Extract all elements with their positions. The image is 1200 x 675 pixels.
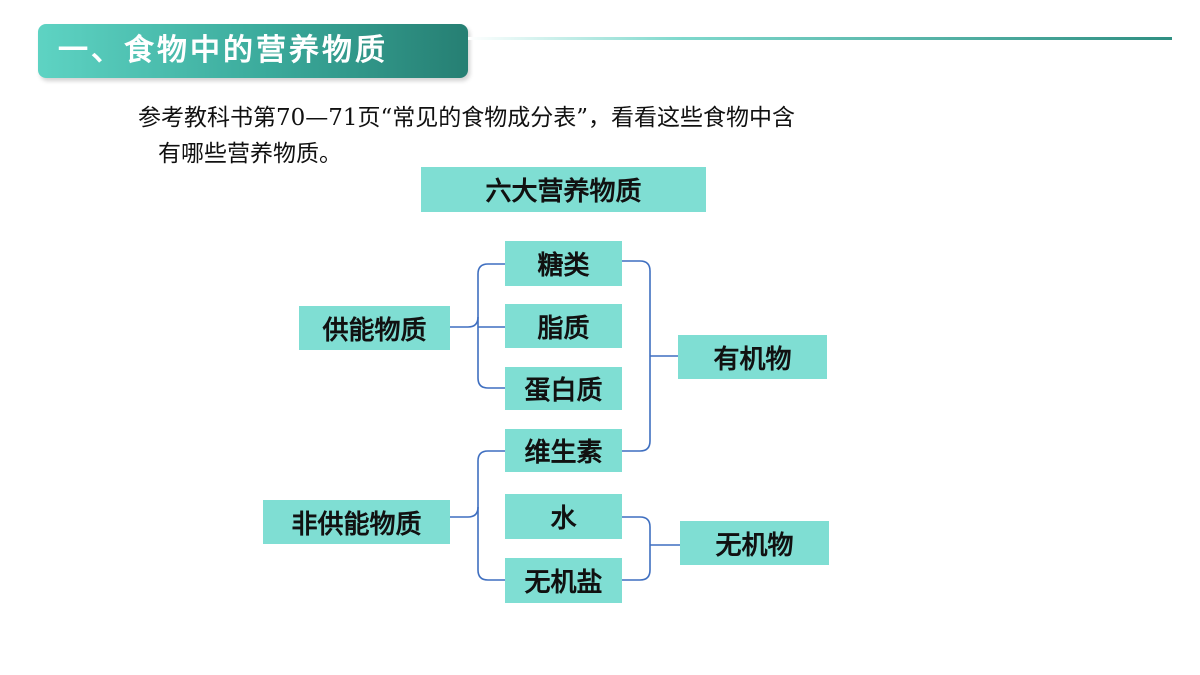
nutrient-inorganic-salt-box: 无机盐 [505, 558, 622, 603]
intro-line-1: 参考教科书第70—71页“常见的食物成分表”，看看这些食物中含 [138, 105, 796, 131]
section-title: 一、食物中的营养物质 [58, 33, 388, 68]
header-divider-line [468, 37, 1172, 40]
connector-organic-bracket [622, 260, 651, 452]
connector-energy-stem [450, 316, 479, 328]
nutrient-water-box: 水 [505, 494, 622, 539]
nutrient-protein-box: 蛋白质 [505, 367, 622, 410]
connector-nonenergy-bracket [477, 450, 505, 581]
nutrient-carbohydrate-box: 糖类 [505, 241, 622, 286]
organic-matter-box: 有机物 [678, 335, 827, 379]
intro-text: 参考教科书第70—71页“常见的食物成分表”，看看这些食物中含 有哪些营养物质。 [138, 100, 1038, 172]
connector-nonenergy-stem [450, 506, 479, 518]
intro-line-2: 有哪些营养物质。 [158, 141, 342, 167]
non-energy-substance-box: 非供能物质 [263, 500, 450, 544]
connector-inorganic-bracket [622, 516, 651, 581]
energy-substance-box: 供能物质 [299, 306, 450, 350]
inorganic-matter-box: 无机物 [680, 521, 829, 565]
diagram-title-box: 六大营养物质 [421, 167, 706, 212]
connector-energy-bracket [477, 263, 505, 389]
nutrient-vitamin-box: 维生素 [505, 429, 622, 472]
nutrient-lipid-box: 脂质 [505, 304, 622, 348]
section-header-bar [38, 24, 468, 78]
